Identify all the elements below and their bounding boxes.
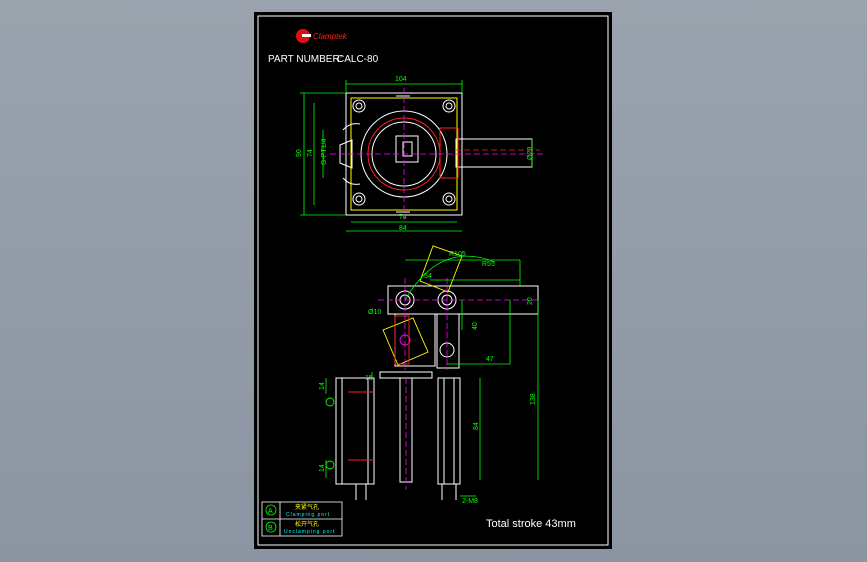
dim-r55: R55 xyxy=(482,261,495,268)
dim-138: 138 xyxy=(530,393,537,405)
dim-bore-74: 74 xyxy=(399,214,407,221)
sheet-border xyxy=(257,15,609,546)
top-view-centerlines xyxy=(330,88,545,222)
legend-mark-a: A xyxy=(268,508,273,515)
dim-r105: R105 xyxy=(449,251,466,258)
drawing-sheet xyxy=(254,12,612,549)
dim-14-top: 14 xyxy=(319,382,326,390)
dim-top-width: 104 xyxy=(395,76,407,83)
legend-mark-b: B xyxy=(268,525,273,532)
dim-screw: 2-M8 xyxy=(462,498,478,505)
dim-a54: 54 xyxy=(424,273,432,280)
side-view xyxy=(335,285,539,500)
dim-rod: Ø28 xyxy=(527,147,534,160)
dim-84: 84 xyxy=(473,422,480,430)
dim-15: 15 xyxy=(365,375,373,382)
dim-bore-84: 84 xyxy=(399,225,407,232)
part-number-value: CALC-80 xyxy=(337,54,379,65)
port-legend: A 夹紧气孔 Clamping port B 松开气孔 Unclamping p… xyxy=(261,501,343,537)
logo-text: Clamptek xyxy=(313,32,348,41)
dim-h-90: 90 xyxy=(296,149,303,157)
part-number-label: PART NUMBER: xyxy=(268,54,342,65)
legend-en-b: Unclamping port xyxy=(284,529,335,535)
dim-arm-20: 20 xyxy=(527,297,534,305)
dim-h-74: 74 xyxy=(307,149,314,157)
dim-thread: G-PT1/4 xyxy=(321,138,328,165)
legend-cn-a: 夹紧气孔 xyxy=(295,503,319,511)
side-view-red xyxy=(325,315,410,470)
dim-47: 47 xyxy=(486,356,494,363)
dim-14-bottom: 14 xyxy=(319,464,326,472)
total-stroke-note: Total stroke 43mm xyxy=(486,518,576,530)
dim-pin: Ø10 xyxy=(368,309,381,316)
top-view-dims xyxy=(300,80,533,232)
side-view-dims xyxy=(325,255,539,497)
dim-40: 40 xyxy=(472,322,479,330)
legend-cn-b: 松开气孔 xyxy=(295,520,319,528)
side-view-centerlines xyxy=(378,278,540,490)
legend-en-a: Clamping port xyxy=(286,512,330,518)
clamptek-logo: Clamptek xyxy=(296,29,348,43)
